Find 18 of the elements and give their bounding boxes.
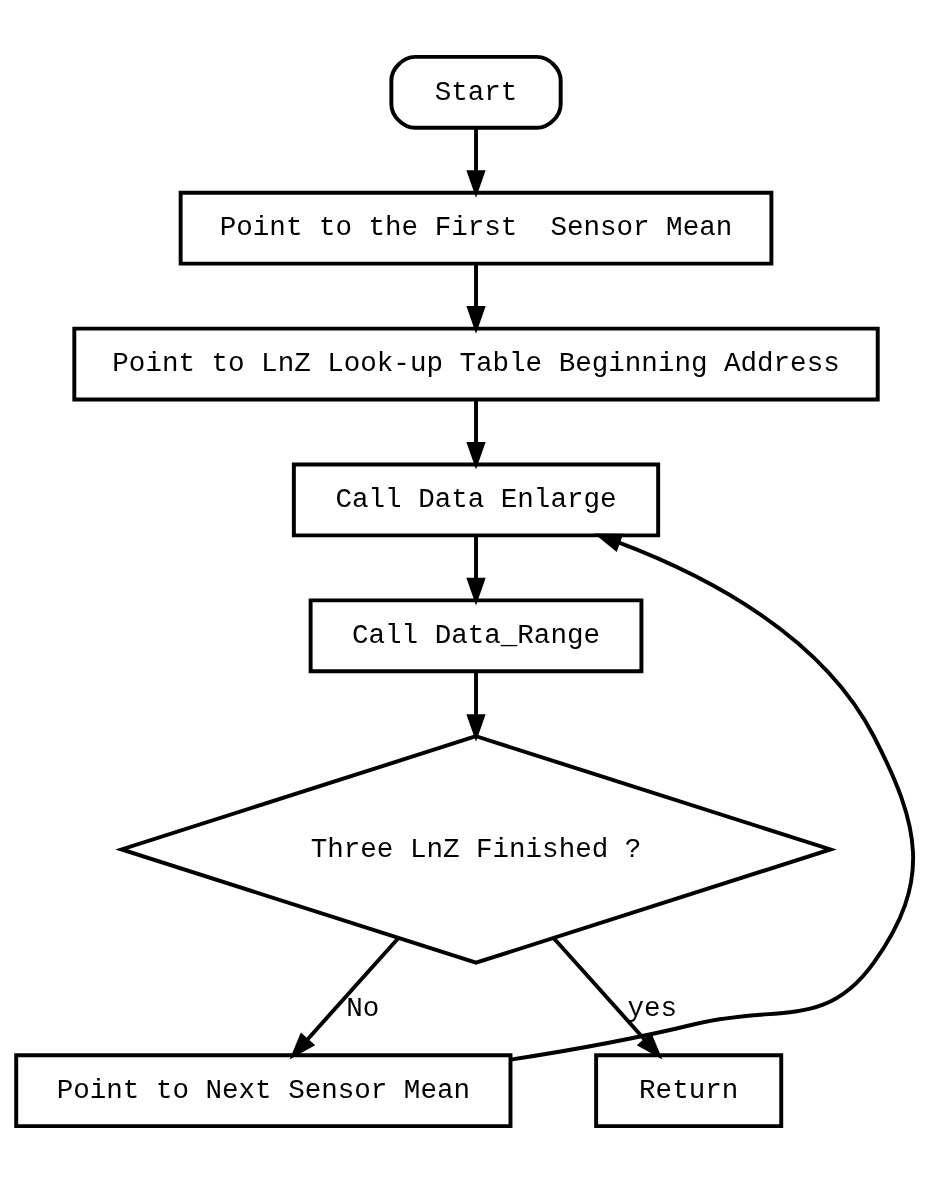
node-box: Return <box>594 1053 784 1129</box>
arrow <box>466 128 486 198</box>
arrow <box>466 671 486 742</box>
arrow <box>466 535 486 606</box>
node-diamond: Three LnZ Finished ? <box>115 734 837 965</box>
arrow <box>510 533 915 1062</box>
edge-label: No <box>346 993 380 1025</box>
arrow <box>289 937 400 1060</box>
node-box: Call Data_Range <box>308 598 644 674</box>
arrow <box>552 937 663 1060</box>
node-box: Call Data Enlarge <box>291 462 661 538</box>
edge-label: yes <box>627 993 678 1025</box>
node-box: Point to LnZ Look-up Table Beginning Address <box>72 326 880 402</box>
arrow <box>466 264 486 334</box>
node-box: Start <box>389 54 563 130</box>
node-box: Point to the First Sensor Mean <box>178 190 774 266</box>
arrow <box>466 400 486 470</box>
node-box: Point to Next Sensor Mean <box>14 1053 513 1129</box>
